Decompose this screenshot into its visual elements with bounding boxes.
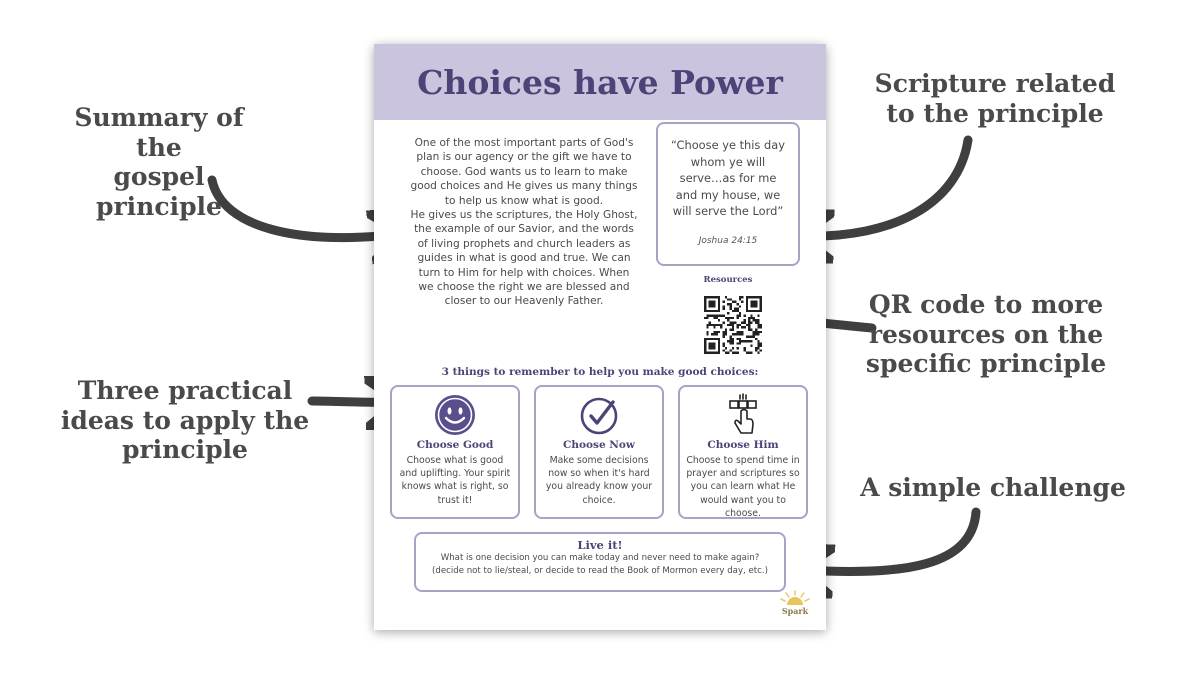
logo-text: Spark: [781, 606, 809, 616]
annotation-line: A simple challenge: [860, 473, 1126, 502]
card-text-line: Choose to spend time in: [686, 455, 800, 466]
card-title: Choose Good: [416, 439, 494, 451]
arrow-scripture: [805, 135, 973, 236]
checkmark-circle-icon: [580, 397, 618, 435]
card-title: Choose Him: [707, 439, 779, 451]
annotation-scripture: Scripture related to the principle: [868, 69, 1122, 128]
card-text-line: would want you to: [700, 494, 786, 506]
annotation-line: gospel principle: [96, 162, 222, 221]
card-text-line: choice.: [582, 494, 616, 506]
live-it-text: What is one decision you can make today …: [440, 553, 760, 563]
annotation-line: QR code to more: [868, 290, 1104, 319]
quote-line: “Choose ye this day: [671, 138, 785, 152]
summary-line: One of the most important parts of God's: [414, 137, 634, 149]
annotation-line: resources on the: [868, 319, 1104, 349]
scripture-quote: “Choose ye this day whom ye will serve…a…: [658, 137, 798, 220]
sun-icon: [780, 590, 810, 605]
card-text-line: trust it!: [437, 494, 473, 506]
summary-line: turn to Him for help with choices. When: [418, 266, 630, 279]
annotation-line: specific principle: [865, 349, 1107, 378]
live-it-box: Live it! What is one decision you can ma…: [414, 532, 786, 592]
summary-line: of living prophets and church leaders as: [417, 237, 631, 250]
summary-line: to help us know what is good.: [444, 194, 604, 207]
quote-line: will serve the Lord”: [672, 204, 784, 218]
title-banner: Choices have Power: [374, 44, 826, 120]
card-text: Make some decisions now so when it's har…: [536, 454, 662, 507]
card-choose-now: Choose Now Make some decisions now so wh…: [534, 385, 664, 519]
principle-summary: One of the most important parts of God's…: [400, 136, 648, 309]
card-text-line: choose.: [725, 507, 761, 519]
annotation-summary: Summary of the gospel principle: [48, 103, 270, 221]
summary-line: good choices and He gives us many things: [410, 180, 638, 193]
worksheet-page: Choices have Power One of the most impor…: [374, 44, 826, 630]
summary-line: plan is our agency or the gift we have t…: [416, 151, 632, 164]
summary-line: closer to our Heavenly Father.: [444, 295, 604, 308]
annotation-ideas: Three practical ideas to apply the princ…: [52, 376, 318, 465]
smiley-icon: [435, 395, 475, 435]
card-text: Choose what is good and uplifting. Your …: [392, 454, 518, 507]
qr-code[interactable]: [704, 296, 762, 354]
card-text-line: you can learn what He: [690, 481, 796, 493]
spark-logo: Spark: [778, 590, 812, 618]
card-text-line: and uplifting. Your spirit: [399, 468, 511, 480]
hand-pointer-icon: [729, 393, 757, 434]
card-text-line: knows what is right, so: [401, 481, 509, 493]
summary-line: He gives us the scriptures, the Holy Gho…: [410, 209, 638, 222]
card-text-line: Make some decisions: [549, 455, 649, 466]
card-choose-him: Choose Him Choose to spend time in praye…: [678, 385, 808, 519]
annotation-line: Scripture related: [874, 69, 1116, 98]
annotation-line: to the principle: [886, 98, 1104, 128]
annotation-line: Three practical: [77, 376, 293, 405]
summary-line: we choose the right we are blessed and: [418, 281, 630, 294]
card-text-line: prayer and scriptures so: [686, 468, 800, 480]
annotation-line: principle: [122, 435, 248, 464]
summary-line: the example of our Savior, and the words: [414, 223, 634, 236]
annotation-line: ideas to apply the: [60, 405, 310, 435]
section-heading: 3 things to remember to help you make go…: [441, 366, 759, 378]
scripture-box: “Choose ye this day whom ye will serve…a…: [656, 122, 800, 266]
resources-label: Resources: [703, 275, 753, 285]
card-text: Choose to spend time in prayer and scrip…: [680, 454, 806, 520]
annotation-challenge: A simple challenge: [860, 473, 1126, 503]
summary-line: choose. God wants us to learn to make: [420, 165, 628, 178]
arrow-challenge: [805, 507, 981, 572]
card-text-line: now so when it's hard: [548, 468, 650, 480]
card-choose-good: Choose Good Choose what is good and upli…: [390, 385, 520, 519]
summary-line: guides in what is good and true. We can: [417, 252, 631, 265]
live-it-text: (decide not to lie/steal, or decide to r…: [432, 565, 768, 576]
live-it-title: Live it!: [577, 538, 623, 552]
annotation-line: Summary of the: [74, 103, 244, 162]
page-title: Choices have Power: [417, 62, 783, 102]
card-text-line: you already know your: [545, 481, 653, 493]
card-text-line: Choose what is good: [406, 455, 504, 466]
quote-line: and my house, we: [675, 187, 781, 202]
scripture-reference: Joshua 24:15: [698, 235, 758, 246]
annotation-qr: QR code to more resources on the specifi…: [858, 290, 1114, 379]
quote-line: serve…as for me: [679, 171, 777, 185]
quote-line: whom ye will: [690, 154, 766, 169]
card-title: Choose Now: [563, 439, 635, 451]
